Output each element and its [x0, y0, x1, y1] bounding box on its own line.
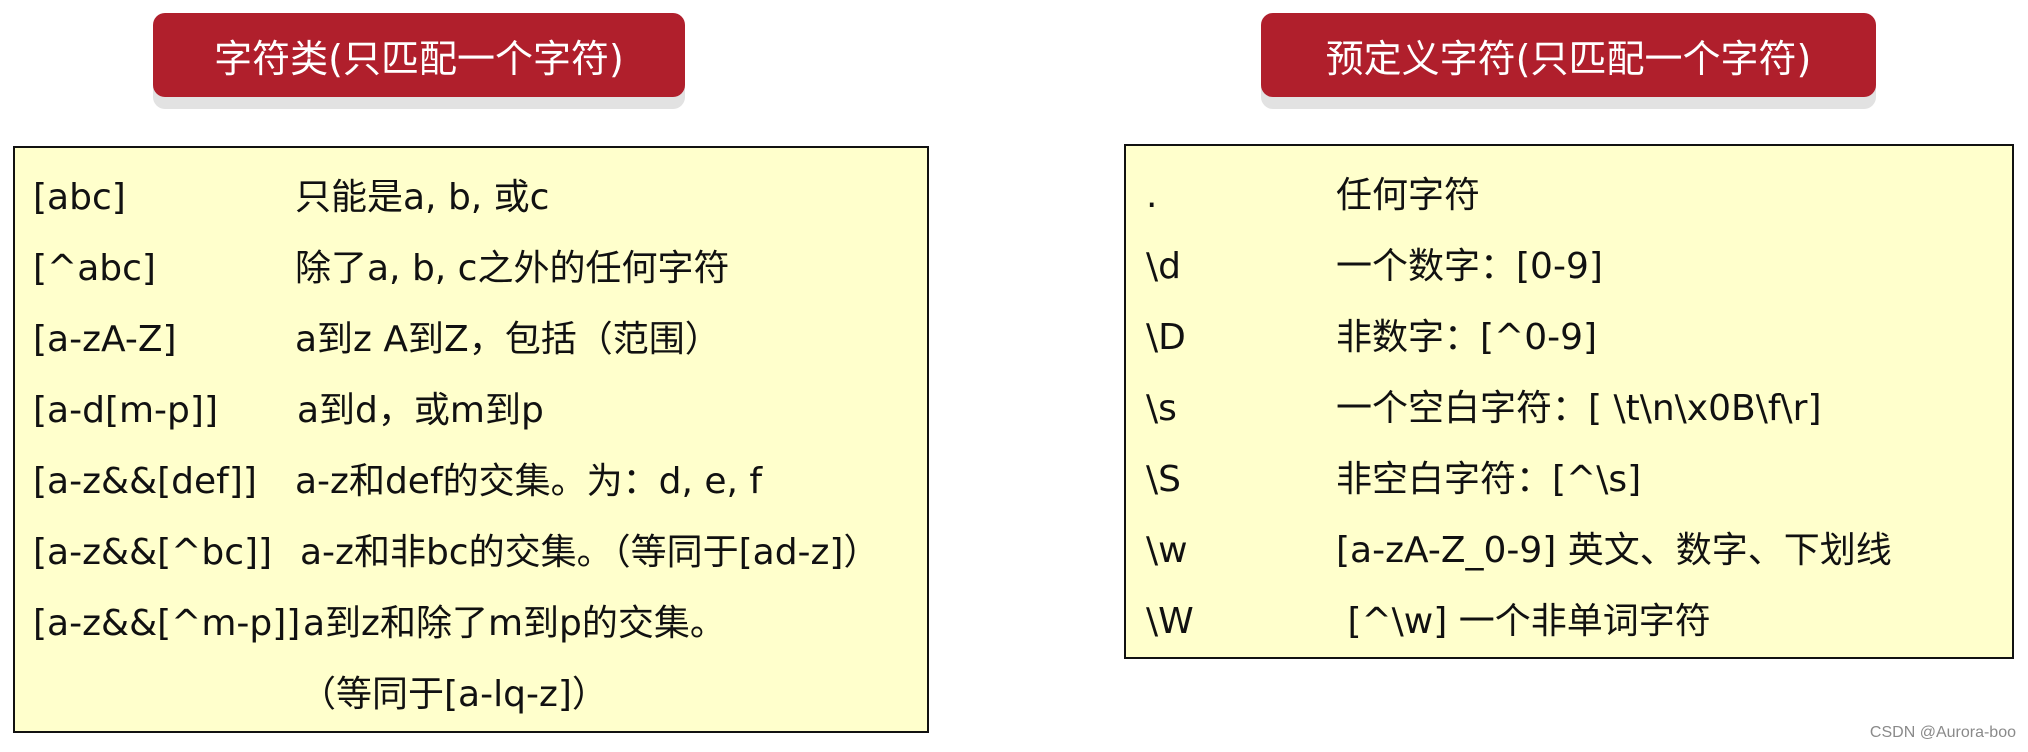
description: 非空白字符：[^\s] [1336, 459, 1642, 500]
description: a-z和非bc的交集。（等同于[ad-z]） [300, 532, 880, 573]
table-row: \W [^\w] 一个非单词字符 [1126, 592, 2012, 652]
table-row: \s 一个空白字符：[ \t\n\x0B\f\r] [1126, 379, 2012, 439]
left-panel-box: [abc] 只能是a, b, 或c [^abc] 除了a, b, c之外的任何字… [13, 146, 929, 733]
pattern: [a-z&&[^m-p]] [33, 603, 301, 644]
right-panel-title: 预定义字符(只匹配一个字符) [1261, 13, 1876, 97]
description: a到d，或m到p [297, 390, 544, 431]
table-row: \D 非数字：[^0-9] [1126, 308, 2012, 368]
table-row: [^abc] 除了a, b, c之外的任何字符 [15, 239, 927, 299]
description: 任何字符 [1336, 175, 1481, 216]
pattern: \W [1146, 601, 1194, 642]
right-panel-box: . 任何字符 \d 一个数字：[0-9] \D 非数字：[^0-9] \s 一个… [1124, 144, 2014, 659]
table-row: [abc] 只能是a, b, 或c [15, 168, 927, 228]
table-row: \d 一个数字：[0-9] [1126, 237, 2012, 297]
left-panel-title: 字符类(只匹配一个字符) [153, 13, 685, 97]
description: 非数字：[^0-9] [1336, 317, 1598, 358]
pattern: [a-z&&[^bc]] [33, 532, 273, 573]
description: [^\w] 一个非单词字符 [1336, 601, 1711, 642]
pattern: \w [1146, 530, 1188, 571]
description: 只能是a, b, 或c [295, 177, 550, 218]
pattern: [^abc] [33, 248, 156, 289]
watermark: CSDN @Aurora-boo [1869, 724, 2016, 741]
pattern: \D [1146, 317, 1186, 358]
description: 一个数字：[0-9] [1336, 246, 1603, 287]
description: a到z A到Z，包括（范围） [295, 319, 721, 360]
description: （等同于[a-lq-z]） [300, 674, 608, 715]
table-row: [a-d[m-p]] a到d，或m到p [15, 381, 927, 441]
table-row: \w [a-zA-Z_0-9] 英文、数字、下划线 [1126, 521, 2012, 581]
description: 一个空白字符：[ \t\n\x0B\f\r] [1336, 388, 1822, 429]
pattern: \s [1146, 388, 1177, 429]
pattern: [a-zA-Z] [33, 319, 177, 360]
table-row: \S 非空白字符：[^\s] [1126, 450, 2012, 510]
pattern: \S [1146, 459, 1181, 500]
table-row: . 任何字符 [1126, 166, 2012, 226]
description: a-z和def的交集。为：d, e, f [295, 461, 763, 502]
pattern: [a-z&&[def]] [33, 461, 257, 502]
table-row: （等同于[a-lq-z]） [15, 665, 927, 725]
description: a到z和除了m到p的交集。 [303, 603, 726, 644]
pattern: [a-d[m-p]] [33, 390, 218, 431]
description: [a-zA-Z_0-9] 英文、数字、下划线 [1336, 530, 1892, 571]
pattern: . [1146, 175, 1158, 216]
description: 除了a, b, c之外的任何字符 [295, 248, 730, 289]
table-row: [a-zA-Z] a到z A到Z，包括（范围） [15, 310, 927, 370]
table-row: [a-z&&[^bc]] a-z和非bc的交集。（等同于[ad-z]） [15, 523, 927, 583]
pattern: \d [1146, 246, 1181, 287]
table-row: [a-z&&[def]] a-z和def的交集。为：d, e, f [15, 452, 927, 512]
pattern: [abc] [33, 177, 126, 218]
table-row: [a-z&&[^m-p]] a到z和除了m到p的交集。 [15, 594, 927, 654]
